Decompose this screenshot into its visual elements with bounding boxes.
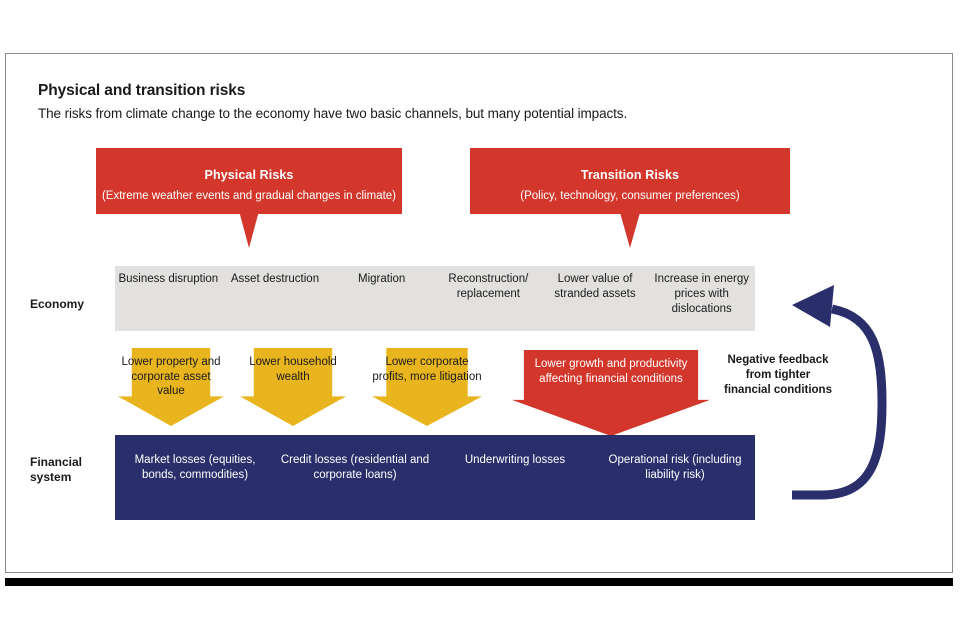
economy-item: Lower value of stranded assets [554, 273, 636, 300]
banner-description: (Extreme weather events and gradual chan… [101, 190, 397, 202]
row-label-financial-line1: Financial [30, 455, 83, 469]
economy-item: Business disruption [118, 273, 219, 285]
row-label-economy: Economy [30, 297, 85, 311]
financial-system-panel [115, 435, 755, 520]
banner-title: Transition Risks [580, 168, 680, 182]
economy-items: Business disruption Asset destruction Mi… [115, 272, 755, 332]
transmission-arrow-label: Lower corporate profits, more litigation [372, 356, 482, 383]
banner-physical-risks: Physical Risks (Extreme weather events a… [96, 148, 402, 248]
economy-item: Increase in energy prices with dislocati… [654, 273, 749, 315]
row-label-financial-system: Financial system [30, 455, 82, 485]
bottom-black-bar [5, 578, 953, 586]
banner-description: (Policy, technology, consumer preference… [520, 190, 740, 202]
banner-transition-risks: Transition Risks (Policy, technology, co… [470, 148, 790, 248]
financial-system-item: Underwriting losses [464, 454, 566, 466]
transmission-arrow-label: Lower household wealth [249, 356, 337, 383]
curved-loop-arrow-icon [792, 285, 887, 500]
banner-text-group: Transition Risks (Policy, technology, co… [470, 148, 790, 202]
page-subtitle: The risks from climate change to the eco… [38, 106, 628, 121]
transmission-arrow-lower-growth-productivity: Lower growth and productivity affecting … [512, 350, 710, 436]
transmission-arrow-label: Lower property and corporate asset value [121, 356, 221, 398]
financial-system-item: Operational risk (including liability ri… [608, 454, 742, 481]
economy-item: Asset destruction [230, 273, 320, 285]
row-label-financial-line2: system [30, 470, 72, 484]
page-title: Physical and transition risks [38, 82, 246, 99]
transmission-arrow-lower-corporate-profits: Lower corporate profits, more litigation [372, 348, 482, 426]
transmission-arrow-lower-household-wealth: Lower household wealth [240, 348, 346, 426]
economy-item: Migration [358, 273, 406, 285]
banner-text-group: Physical Risks (Extreme weather events a… [96, 148, 402, 202]
transmission-arrow-label: Lower growth and productivity affecting … [534, 358, 688, 385]
economy-item: Reconstruction/ replacement [448, 273, 529, 300]
feedback-loop-label: Negative feedback from tighter financial… [724, 354, 832, 396]
financial-system-items: Market losses (equities, bonds, commodit… [115, 453, 755, 523]
banner-title: Physical Risks [204, 168, 294, 182]
economy-panel [115, 266, 755, 331]
financial-system-item: Credit losses (residential and corporate… [280, 454, 430, 481]
transmission-arrow-lower-property-value: Lower property and corporate asset value [118, 348, 224, 426]
financial-system-item: Market losses (equities, bonds, commodit… [134, 454, 256, 481]
